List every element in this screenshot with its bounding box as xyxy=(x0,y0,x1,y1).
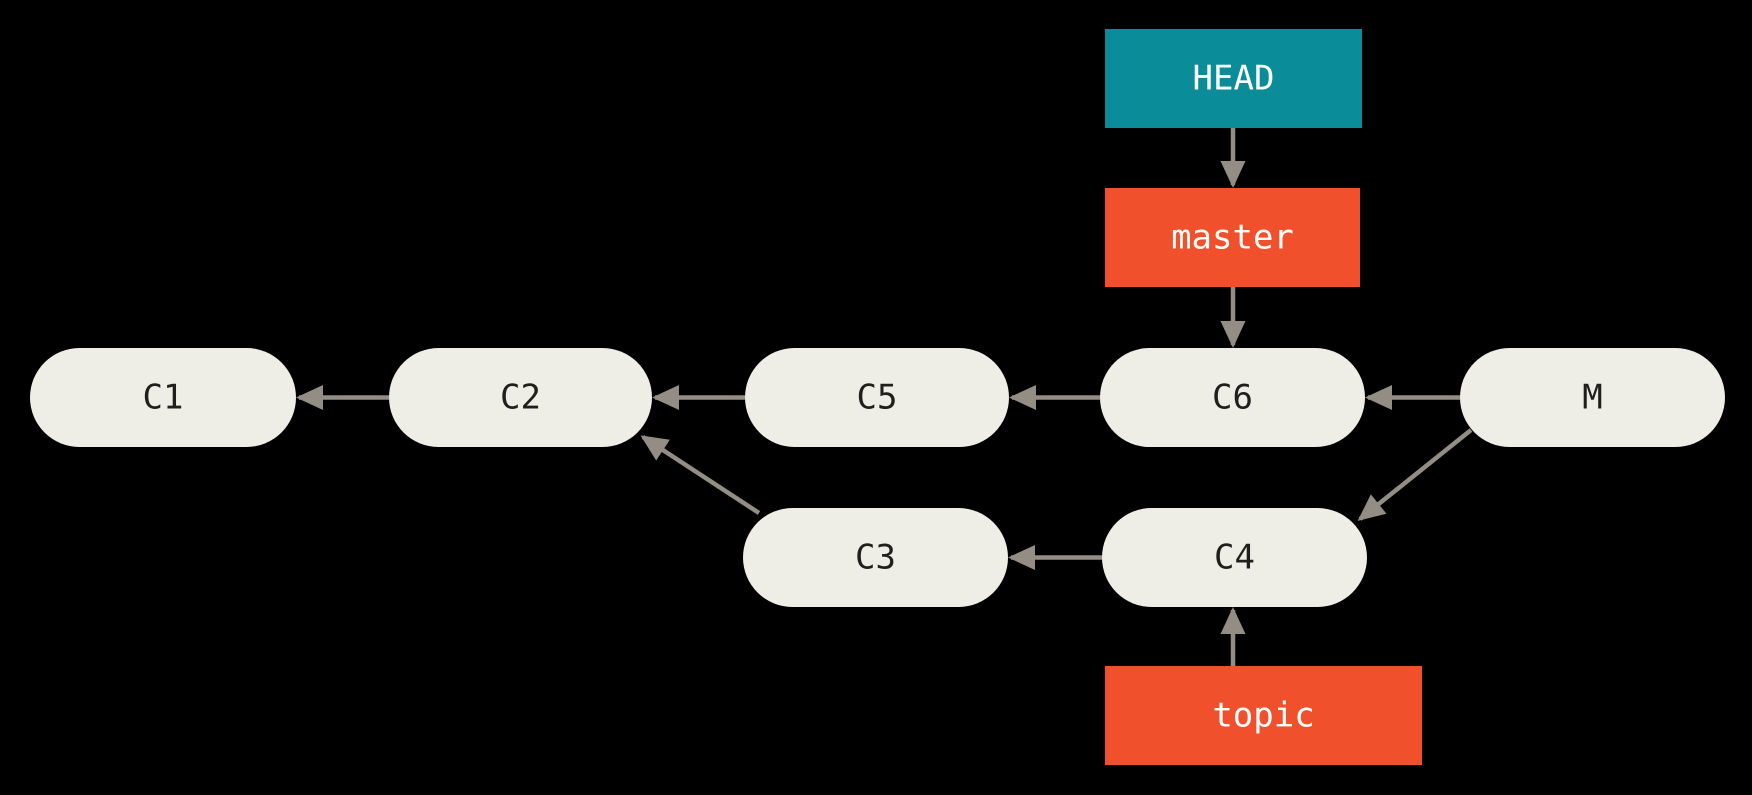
commit-label-m: M xyxy=(1582,378,1602,418)
commit-node-c4: C4 xyxy=(1102,508,1367,607)
topic-box xyxy=(1105,666,1422,765)
commit-label-c5: C5 xyxy=(857,378,898,418)
commit-node-c6: C6 xyxy=(1100,348,1365,447)
commit-label-c4: C4 xyxy=(1214,538,1255,578)
commit-label-c6: C6 xyxy=(1212,378,1253,418)
master-branch-node: master xyxy=(1105,188,1360,287)
commit-node-c3: C3 xyxy=(743,508,1008,607)
commit-label-c2: C2 xyxy=(500,378,541,418)
head-pointer-node: HEAD xyxy=(1105,29,1362,128)
commit-label-c3: C3 xyxy=(855,538,896,578)
commit-pill-c5 xyxy=(745,348,1009,447)
head-box xyxy=(1105,29,1362,128)
commit-pill-c6 xyxy=(1100,348,1365,447)
commit-pill-c2 xyxy=(389,348,652,447)
head-label: HEAD xyxy=(1193,59,1275,99)
commit-label-c1: C1 xyxy=(143,378,184,418)
commit-pill-c4 xyxy=(1102,508,1367,607)
commit-node-m: M xyxy=(1460,348,1725,447)
edge-c3-to-c2 xyxy=(640,435,761,515)
topic-label: topic xyxy=(1212,696,1314,736)
commit-pill-m xyxy=(1460,348,1725,447)
commit-node-c2: C2 xyxy=(389,348,652,447)
master-box xyxy=(1105,188,1360,287)
master-label: master xyxy=(1171,218,1294,258)
topic-branch-node: topic xyxy=(1105,666,1422,765)
commit-node-c1: C1 xyxy=(30,348,296,447)
edge-m-to-c4 xyxy=(1357,428,1473,521)
commit-node-c5: C5 xyxy=(745,348,1009,447)
commit-pill-c1 xyxy=(30,348,296,447)
commit-pill-c3 xyxy=(743,508,1008,607)
